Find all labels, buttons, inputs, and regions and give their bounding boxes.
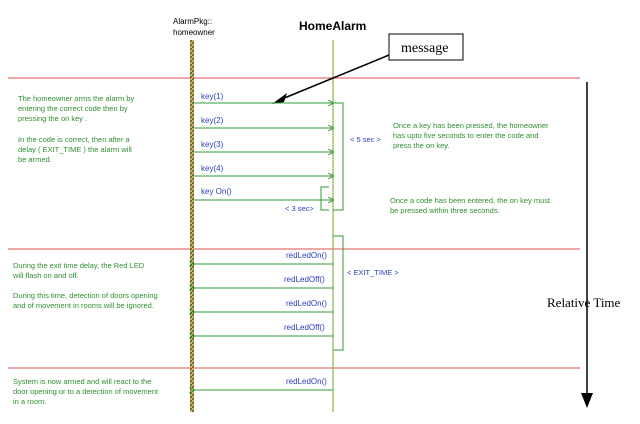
message-key1-label: key(1) [201, 92, 224, 101]
message-callout-label: message [401, 41, 448, 56]
note-exit-delay-line1: During the exit time delay, the Red LED [13, 261, 145, 270]
lifeline-homeowner [190, 40, 194, 412]
message-callout-box [388, 33, 464, 61]
note-ignored-line1: During this time, detection of doors ope… [13, 291, 158, 300]
constraint-exit-time-bracket [333, 235, 344, 351]
lifeline-homeowner-label-line2: homeowner [173, 28, 215, 37]
message-redledon-1-label: redLedOn() [286, 251, 327, 260]
message-key4-label: key(4) [201, 164, 224, 173]
note-arm-line2: entering the correct code then by [18, 104, 128, 113]
note-five-sec-line1: Once a key has been pressed, the homeown… [393, 121, 549, 130]
note-correct-line1: In the code is correct, then after a [18, 135, 131, 144]
callout-arrowhead [272, 93, 287, 104]
note-armed-line1: System is now armed and will react to th… [13, 377, 151, 386]
note-ignored-line2: and of movement in rooms will be ignored… [13, 301, 154, 310]
constraint-five-sec-bracket [333, 102, 344, 211]
message-keyon-label: key On() [201, 187, 232, 196]
note-arm-line1: The homeowner arms the alarm by [18, 94, 135, 103]
constraint-three-sec-label: < 3 sec> [285, 204, 314, 213]
message-key3-label: key(3) [201, 140, 224, 149]
note-correct-line3: be armed. [18, 155, 52, 164]
message-redledoff-2-label: redLedOff() [284, 323, 325, 332]
note-correct-line2: delay ( EXIT_TIME ) the alarm will [18, 145, 132, 154]
note-five-sec-line2: has upto five seconds to enter the code … [393, 131, 539, 140]
note-five-sec-line3: press the on key. [393, 141, 450, 150]
message-redledon-3-label: redLedOn() [286, 377, 327, 386]
note-three-sec-line2: be pressed within three seconds. [390, 206, 500, 215]
relative-time-arrowhead [581, 393, 593, 408]
message-redledoff-1-label: redLedOff() [284, 275, 325, 284]
lifeline-homealarm-label: HomeAlarm [299, 19, 366, 33]
constraint-three-sec-bracket [320, 186, 329, 211]
note-arm-line3: pressing the on key . [18, 114, 87, 123]
relative-time-label: Relative Time [547, 295, 621, 310]
callout-pointer [281, 54, 390, 100]
constraint-five-sec-label: < 5 sec > [350, 135, 381, 144]
note-three-sec-line1: Once a code has been entered, the on key… [390, 196, 551, 205]
constraint-exit-time-label: < EXIT_TIME > [347, 268, 399, 277]
note-armed-line2: door opening or to a detection of moveme… [13, 387, 159, 396]
message-redledon-2-label: redLedOn() [286, 299, 327, 308]
lifeline-homeowner-label-line1: AlarmPkg:: [173, 17, 212, 26]
note-exit-delay-line2: will flash on and off. [12, 271, 79, 280]
message-key2-label: key(2) [201, 116, 224, 125]
note-armed-line3: in a room. [13, 397, 46, 406]
